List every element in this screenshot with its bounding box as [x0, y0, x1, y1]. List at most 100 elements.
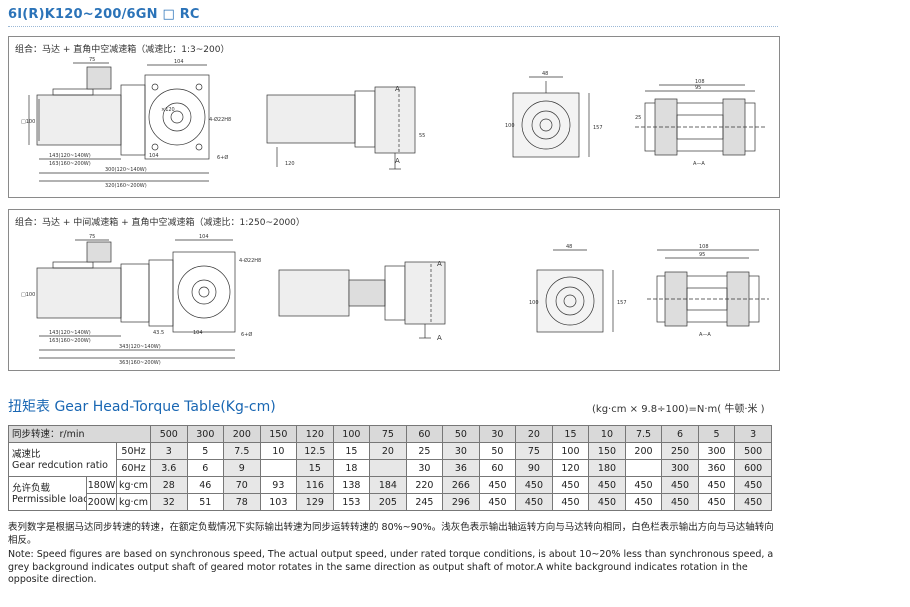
- panel-2-caption: 组合：马达 + 中间减速箱 + 直角中空减速箱（减速比：1:250~2000）: [15, 218, 305, 228]
- panel-1-caption: 组合：马达 + 直角中空减速箱（减速比：1:3~200）: [15, 45, 230, 55]
- speed-cell: 120: [296, 425, 334, 443]
- dim-143: 143(120~140W): [49, 153, 91, 159]
- speed-cell: 30: [478, 425, 517, 443]
- ratio-cell: 500: [734, 442, 772, 460]
- load-cell: 450: [697, 476, 736, 494]
- speed-cell: 60: [405, 425, 444, 443]
- ratio-cell: 75: [515, 442, 553, 460]
- load-cell: 51: [186, 493, 225, 511]
- load-row-200w: 200W kg·cm 32 51 78 103 129 153 205 245 …: [9, 493, 772, 511]
- dim-108: 108: [699, 244, 709, 250]
- speed-cell: 150: [259, 425, 298, 443]
- ratio-row-60hz: 60Hz 3.6 6 9 15 18 30 36 60 90 120 180 3…: [9, 459, 772, 477]
- ratio-cell: 60: [478, 459, 517, 477]
- ratio-cell: 12.5: [296, 442, 334, 460]
- ratio-cell: 15: [332, 442, 371, 460]
- dim-157: 157: [617, 300, 627, 306]
- load-cell: 116: [296, 476, 334, 494]
- ratio-cell: 100: [551, 442, 590, 460]
- section-label-aa: A—A: [693, 161, 705, 167]
- load-cell: 32: [150, 493, 188, 511]
- load-cell: 450: [624, 476, 663, 494]
- load-cell: 296: [442, 493, 480, 511]
- ratio-cell: 90: [515, 459, 553, 477]
- load-label: 允许负载 Permissible load: [8, 476, 87, 511]
- dim-25: 25: [635, 115, 641, 121]
- speed-cell: 500: [150, 425, 188, 443]
- ratio-cell: 5: [186, 442, 225, 460]
- load-cell: 450: [515, 493, 553, 511]
- load-cell: 450: [661, 493, 699, 511]
- ratio-cell: 20: [369, 442, 407, 460]
- dim-157: 157: [593, 125, 603, 131]
- load-cell: 184: [369, 476, 407, 494]
- ratio-cell: 6: [186, 459, 225, 477]
- ratio-cell: 50: [478, 442, 517, 460]
- dim-square-100: □100: [21, 292, 35, 298]
- dim-100: 100: [505, 123, 515, 129]
- ratio-cell: 10: [259, 442, 298, 460]
- dim-363: 363(160~200W): [119, 360, 161, 366]
- load-cell: 205: [369, 493, 407, 511]
- section-marker-a-bottom: A: [395, 157, 400, 165]
- load-cell: 450: [588, 476, 626, 494]
- technical-drawing-2: 75 104 4-Ø22H8 □100 143(120~140W) 163(16…: [21, 234, 769, 366]
- dim-x120: ×120: [161, 107, 175, 113]
- load-cell: 103: [259, 493, 298, 511]
- speed-row: 同步转速：r/min 500 300 200 150 120 100 75 60…: [7, 425, 772, 443]
- dim-55: 55: [419, 133, 425, 139]
- load-cell: 450: [734, 476, 772, 494]
- freq-60hz: 60Hz: [115, 459, 152, 477]
- ratio-cell: 36: [442, 459, 480, 477]
- note-chinese: 表列数字是根据马达同步转速的转速，在额定负载情况下实际输出转速为同步运转转速的 …: [8, 522, 774, 546]
- ratio-cell: 600: [734, 459, 772, 477]
- ratio-label-cn: 减速比: [12, 448, 41, 460]
- torque-table: 同步转速：r/min 500 300 200 150 120 100 75 60…: [7, 425, 772, 511]
- ratio-cell: 18: [332, 459, 371, 477]
- load-cell: 138: [332, 476, 371, 494]
- dim-square-100: □100: [21, 119, 35, 125]
- dim-key: 6+Ø: [217, 154, 228, 161]
- speed-cell: 7.5: [624, 425, 663, 443]
- dim-48: 48: [542, 71, 548, 77]
- dim-104b: 104: [149, 153, 159, 159]
- torque-table-heading: 扭矩表 Gear Head-Torque Table(Kg-cm): [8, 399, 276, 415]
- ratio-cell: [624, 459, 663, 477]
- dim-163: 163(160~200W): [49, 338, 91, 344]
- speed-cell: 50: [442, 425, 480, 443]
- dim-100: 100: [529, 300, 539, 306]
- dim-bolt-hole: 4-Ø22H8: [209, 116, 231, 123]
- dim-120: 120: [285, 161, 295, 167]
- ratio-cell: 3.6: [150, 459, 188, 477]
- load-cell: 450: [624, 493, 663, 511]
- speed-cell: 100: [332, 425, 371, 443]
- section-marker-a-bottom: A: [437, 334, 442, 342]
- ratio-label-en: Gear redcution ratio: [12, 459, 108, 471]
- ratio-cell: 180: [588, 459, 626, 477]
- freq-50hz: 50Hz: [115, 442, 152, 460]
- ratio-cell: 120: [551, 459, 590, 477]
- dim-key: 6+Ø: [241, 331, 252, 338]
- load-row-180w: 允许负载 Permissible load 180W kg·cm 28 46 7…: [8, 476, 772, 511]
- section-label-aa: A—A: [699, 332, 711, 338]
- ratio-cell: 30: [405, 459, 444, 477]
- load-cell: 450: [515, 476, 553, 494]
- drawing-panel-2: 组合：马达 + 中间减速箱 + 直角中空减速箱（减速比：1:250~2000）: [8, 209, 780, 371]
- dim-bolt-hole: 4-Ø22H8: [239, 257, 261, 264]
- section-marker-a-top: A: [395, 85, 400, 93]
- load-cell: 93: [259, 476, 298, 494]
- ratio-cell: [369, 459, 407, 477]
- dim-108: 108: [695, 79, 705, 85]
- ratio-cell: 300: [697, 442, 736, 460]
- dim-75: 75: [89, 57, 95, 63]
- ratio-cell: 9: [223, 459, 261, 477]
- power-200w: 200W: [86, 493, 117, 511]
- unit-kgcm: kg·cm: [115, 493, 152, 511]
- load-cell: 450: [551, 476, 590, 494]
- dim-95: 95: [699, 252, 705, 258]
- load-cell: 450: [734, 493, 772, 511]
- title-divider: [8, 26, 778, 27]
- dim-104: 104: [199, 234, 209, 240]
- ratio-cell: 30: [442, 442, 480, 460]
- load-cell: 450: [697, 493, 736, 511]
